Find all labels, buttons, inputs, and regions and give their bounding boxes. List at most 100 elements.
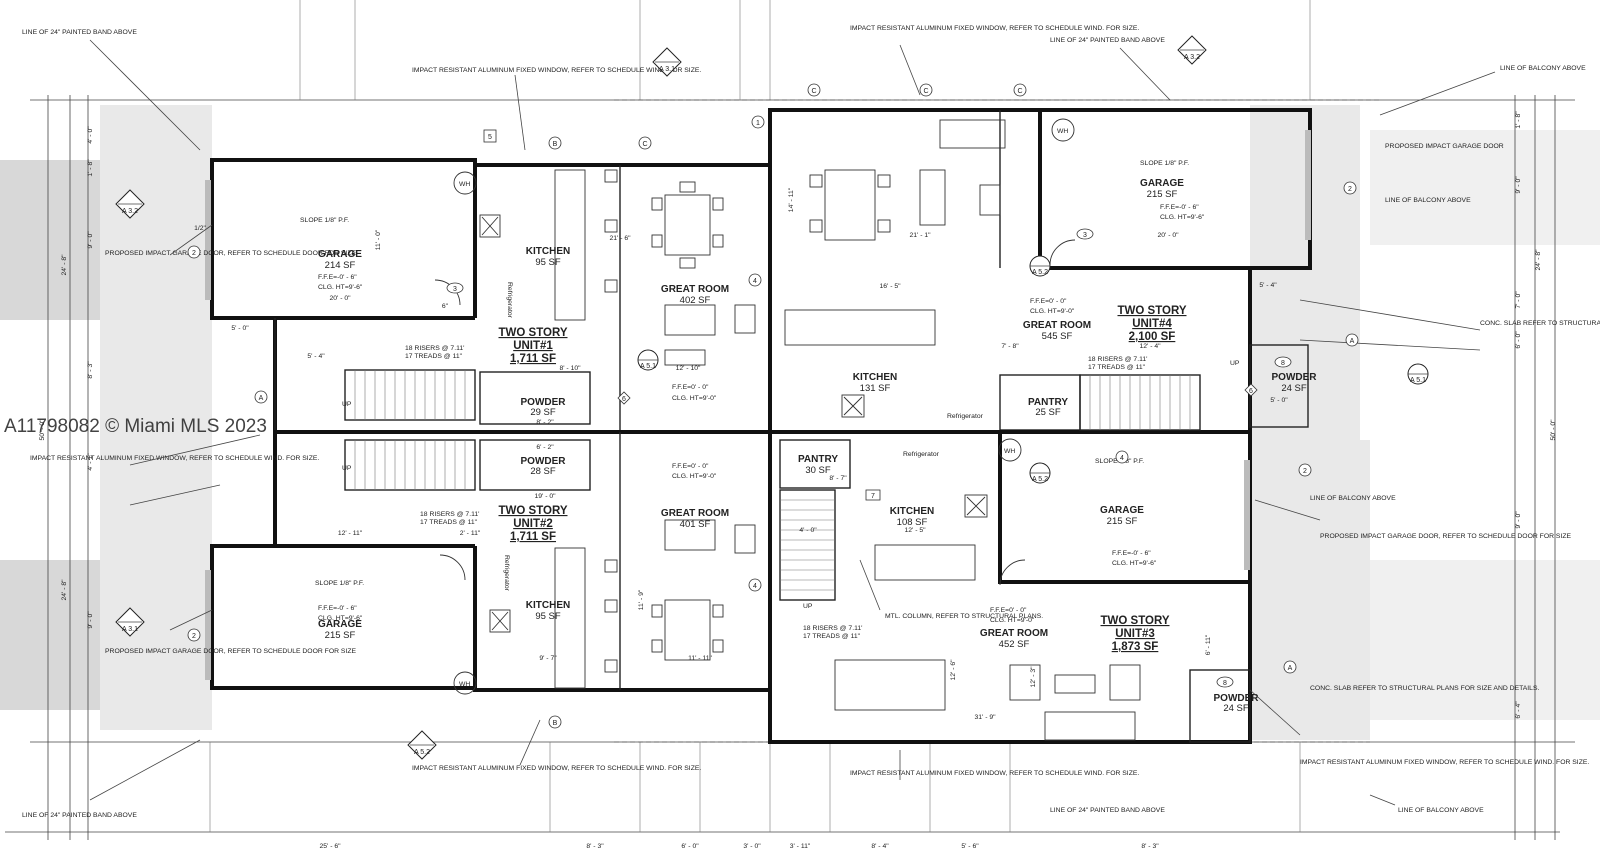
svg-text:CLG. HT=9'-6": CLG. HT=9'-6" bbox=[318, 615, 363, 622]
svg-text:7' - 0": 7' - 0" bbox=[1515, 291, 1522, 309]
kitchen-u3-area: 108 SF bbox=[897, 517, 928, 528]
svg-text:2: 2 bbox=[192, 633, 196, 640]
svg-text:17 TREADS @ 11": 17 TREADS @ 11" bbox=[1088, 364, 1146, 371]
svg-text:A 3.2: A 3.2 bbox=[1184, 54, 1200, 61]
note-band-tl: LINE OF 24" PAINTED BAND ABOVE bbox=[22, 29, 137, 36]
svg-text:6' - 11": 6' - 11" bbox=[1205, 634, 1212, 655]
svg-text:9' - 0": 9' - 0" bbox=[1515, 176, 1522, 194]
tag-1-marker: 1 bbox=[751, 115, 765, 129]
svg-text:LINE OF BALCONY ABOVE: LINE OF BALCONY ABOVE bbox=[1310, 495, 1396, 502]
svg-text:12' - 6": 12' - 6" bbox=[950, 659, 957, 681]
svg-text:12' - 10": 12' - 10" bbox=[676, 365, 701, 372]
svg-text:LINE OF BALCONY ABOVE: LINE OF BALCONY ABOVE bbox=[1500, 65, 1586, 72]
note-slab-bottom: CONC. SLAB REFER TO STRUCTURAL PLANS FOR… bbox=[1310, 685, 1539, 692]
svg-text:CLG. HT=9'-0": CLG. HT=9'-0" bbox=[990, 617, 1035, 624]
svg-text:5' - 0": 5' - 0" bbox=[1270, 397, 1288, 404]
svg-text:8' - 3": 8' - 3" bbox=[1141, 843, 1159, 850]
svg-text:A 3.1: A 3.1 bbox=[122, 626, 138, 633]
powder-u2-area: 28 SF bbox=[530, 466, 556, 477]
tag-a-marker: A bbox=[1283, 660, 1297, 674]
svg-text:7' - 8": 7' - 8" bbox=[1001, 343, 1019, 350]
svg-text:2: 2 bbox=[1348, 186, 1352, 193]
svg-text:20' - 0": 20' - 0" bbox=[329, 295, 351, 302]
tag-markers: C C C C B B A A bbox=[187, 83, 1359, 729]
svg-text:UP: UP bbox=[342, 465, 352, 472]
svg-text:7: 7 bbox=[871, 493, 875, 500]
garage-u2-area: 215 SF bbox=[325, 630, 356, 641]
kitchen-u2-name: KITCHEN bbox=[526, 600, 570, 611]
svg-text:A 5.2: A 5.2 bbox=[414, 749, 430, 756]
svg-text:12' - 11": 12' - 11" bbox=[338, 530, 363, 537]
svg-text:1' - 8": 1' - 8" bbox=[1515, 111, 1522, 129]
svg-text:WH: WH bbox=[1057, 128, 1068, 135]
svg-text:14' - 11": 14' - 11" bbox=[788, 187, 795, 212]
svg-text:LINE OF 24" PAINTED BAND ABOVE: LINE OF 24" PAINTED BAND ABOVE bbox=[1050, 37, 1165, 44]
svg-text:F.F.E=0' - 0": F.F.E=0' - 0" bbox=[672, 384, 709, 391]
kitchen-u1-area: 95 SF bbox=[535, 257, 561, 268]
svg-text:31' - 9": 31' - 9" bbox=[974, 714, 996, 721]
tag-2-marker: 2 bbox=[187, 245, 201, 259]
note-window-bottom: IMPACT RESISTANT ALUMINUM FIXED WINDOW, … bbox=[412, 765, 701, 772]
svg-text:IMPACT RESISTANT ALUMINUM FIXE: IMPACT RESISTANT ALUMINUM FIXED WINDOW, … bbox=[412, 67, 701, 74]
svg-text:20' - 0": 20' - 0" bbox=[1157, 232, 1179, 239]
svg-text:PROPOSED IMPACT GARAGE DOOR, R: PROPOSED IMPACT GARAGE DOOR, REFER TO SC… bbox=[105, 250, 356, 257]
svg-text:12' - 3": 12' - 3" bbox=[1030, 666, 1037, 688]
stair-u1 bbox=[344, 369, 476, 421]
left-building bbox=[210, 158, 772, 692]
svg-text:Refrigerator: Refrigerator bbox=[947, 413, 984, 420]
svg-text:CLG. HT=9'-0": CLG. HT=9'-0" bbox=[672, 473, 717, 480]
svg-text:Refrigerator: Refrigerator bbox=[503, 555, 510, 592]
svg-text:F.F.E=-0' - 6": F.F.E=-0' - 6" bbox=[318, 274, 357, 281]
note-mtl-column: MTL. COLUMN, REFER TO STRUCTURAL PLANS. bbox=[885, 613, 1043, 620]
powder-u2-name: POWDER bbox=[521, 456, 567, 467]
note-garage-door-u1: PROPOSED IMPACT GARAGE DOOR, REFER TO SC… bbox=[105, 250, 356, 257]
svg-text:WH: WH bbox=[1004, 448, 1015, 455]
note-band-br: LINE OF 24" PAINTED BAND ABOVE bbox=[1050, 807, 1165, 814]
tag-c-marker: C bbox=[807, 83, 821, 97]
svg-text:3' - 0": 3' - 0" bbox=[743, 843, 761, 850]
svg-text:6' - 0": 6' - 0" bbox=[1515, 331, 1522, 349]
svg-text:WH: WH bbox=[459, 681, 470, 688]
svg-text:17 TREADS @ 11": 17 TREADS @ 11" bbox=[405, 353, 463, 360]
great-u3-name: GREAT ROOM bbox=[980, 628, 1048, 639]
tag-c-marker: C bbox=[919, 83, 933, 97]
svg-text:2: 2 bbox=[192, 250, 196, 257]
svg-text:F.F.E=-0' - 6": F.F.E=-0' - 6" bbox=[1160, 204, 1199, 211]
section-marker-a51: A 5.1 bbox=[637, 349, 659, 371]
svg-text:PROPOSED IMPACT GARAGE DOOR, R: PROPOSED IMPACT GARAGE DOOR, REFER TO SC… bbox=[1320, 533, 1571, 540]
svg-text:C: C bbox=[642, 141, 647, 148]
svg-text:25' - 6": 25' - 6" bbox=[319, 843, 341, 850]
svg-text:UP: UP bbox=[1230, 360, 1240, 367]
svg-text:50' - 0": 50' - 0" bbox=[39, 419, 46, 441]
garage-u4-area: 215 SF bbox=[1147, 189, 1178, 200]
tag-6-marker: 6 bbox=[617, 391, 631, 405]
svg-text:2' - 11": 2' - 11" bbox=[460, 530, 481, 537]
tag-b-marker: B bbox=[548, 136, 562, 150]
powder-u3-name: POWDER bbox=[1214, 693, 1260, 704]
svg-text:21' - 6": 21' - 6" bbox=[609, 235, 631, 242]
svg-text:Refrigerator: Refrigerator bbox=[506, 282, 513, 319]
tag-b-marker: B bbox=[548, 715, 562, 729]
svg-text:CLG. HT=9'-0": CLG. HT=9'-0" bbox=[672, 395, 717, 402]
note-band-bl: LINE OF 24" PAINTED BAND ABOVE bbox=[22, 812, 137, 819]
svg-text:6": 6" bbox=[442, 303, 449, 310]
section-marker-a52-bottom: A 5.2 bbox=[407, 730, 437, 760]
svg-text:LINE OF BALCONY ABOVE: LINE OF BALCONY ABOVE bbox=[1385, 197, 1471, 204]
tag-a-marker: A bbox=[1345, 333, 1359, 347]
unit1-type: TWO STORY bbox=[499, 327, 568, 339]
svg-text:F.F.E=-0' - 6": F.F.E=-0' - 6" bbox=[318, 605, 357, 612]
great-u4-area: 545 SF bbox=[1042, 331, 1073, 342]
tag-c-marker: C bbox=[1013, 83, 1027, 97]
svg-text:CLG. HT=9'-6": CLG. HT=9'-6" bbox=[318, 284, 363, 291]
svg-text:A: A bbox=[1350, 338, 1355, 345]
great-u3-area: 452 SF bbox=[999, 639, 1030, 650]
svg-text:A 3.2: A 3.2 bbox=[122, 208, 138, 215]
svg-text:A 5.1: A 5.1 bbox=[1410, 377, 1426, 384]
svg-text:1: 1 bbox=[756, 120, 760, 127]
svg-text:MTL. COLUMN, REFER TO STRUCTUR: MTL. COLUMN, REFER TO STRUCTURAL PLANS. bbox=[885, 613, 1043, 620]
svg-text:24' - 8": 24' - 8" bbox=[61, 254, 68, 276]
dimension-text: 25' - 6" 8' - 3" 6' - 0" 3' - 0" 3' - 11… bbox=[39, 111, 1557, 850]
leader-lines bbox=[89, 39, 1496, 806]
svg-text:A 5.1: A 5.1 bbox=[640, 363, 656, 370]
tag-2-marker: 2 bbox=[1298, 463, 1312, 477]
